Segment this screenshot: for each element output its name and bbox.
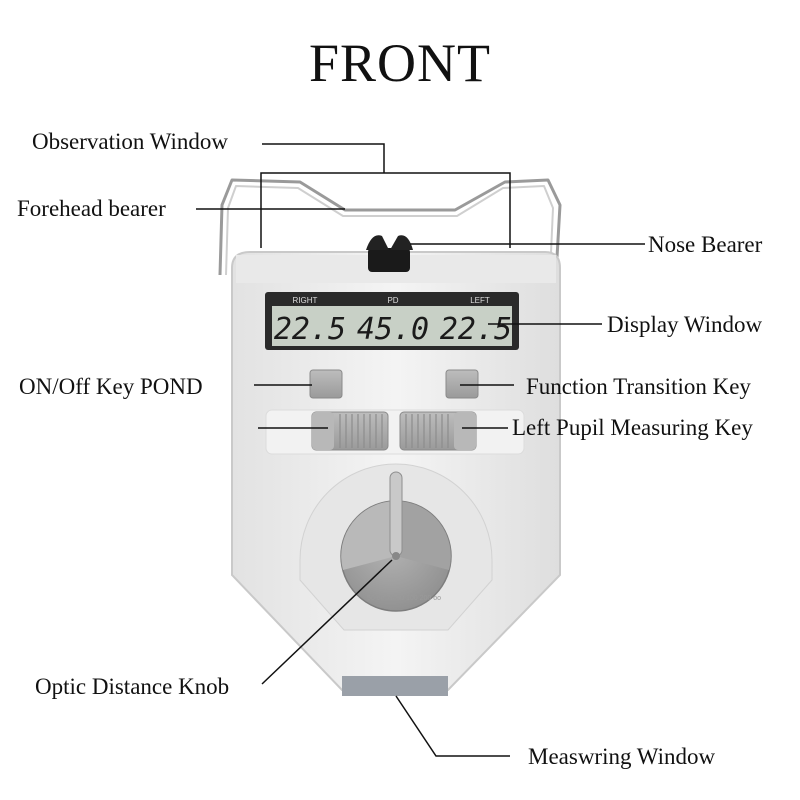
lcd-header-pd: PD bbox=[387, 296, 398, 305]
lcd-value-right: 22.5 bbox=[274, 312, 346, 347]
label-observation-window: Observation Window bbox=[32, 129, 229, 154]
lcd-header-right: RIGHT bbox=[293, 296, 318, 305]
label-on-off-key: ON/Off Key POND bbox=[19, 374, 203, 399]
nose-bearer-icon bbox=[366, 235, 413, 272]
forehead-bearer-frame bbox=[218, 178, 562, 276]
leader-optic-distance-knob bbox=[261, 559, 393, 685]
left-pupil-measuring-key[interactable] bbox=[399, 411, 477, 451]
label-nose-bearer: Nose Bearer bbox=[648, 232, 763, 257]
leader-observation-window bbox=[260, 143, 511, 248]
knob-scale: 50 60 70 80 100 200 oo bbox=[367, 595, 441, 602]
optic-distance-knob[interactable] bbox=[340, 471, 452, 612]
on-off-key[interactable] bbox=[309, 369, 343, 399]
label-optic-distance-knob: Optic Distance Knob bbox=[35, 674, 230, 699]
lcd-header-left: LEFT bbox=[470, 296, 490, 305]
leader-measuring-window bbox=[395, 695, 510, 757]
page-title: FRONT bbox=[308, 33, 492, 93]
function-transition-key[interactable] bbox=[445, 369, 479, 399]
lcd-screen bbox=[272, 306, 512, 346]
measuring-window-strip bbox=[342, 676, 448, 696]
label-left-pupil-measuring-key: Left Pupil Measuring Key bbox=[512, 415, 753, 440]
leader-lines bbox=[196, 143, 645, 757]
label-forehead-bearer: Forehead bearer bbox=[17, 196, 166, 221]
lcd-value-pd: 45.0 bbox=[357, 312, 429, 347]
right-pupil-measuring-key[interactable] bbox=[311, 411, 389, 451]
label-function-transition-key: Function Transition Key bbox=[526, 374, 751, 399]
label-display-window: Display Window bbox=[607, 312, 763, 337]
label-measuring-window: Measwring Window bbox=[528, 744, 716, 769]
pupil-key-well bbox=[265, 409, 525, 455]
lcd-value-left: 22.5 bbox=[440, 312, 512, 347]
